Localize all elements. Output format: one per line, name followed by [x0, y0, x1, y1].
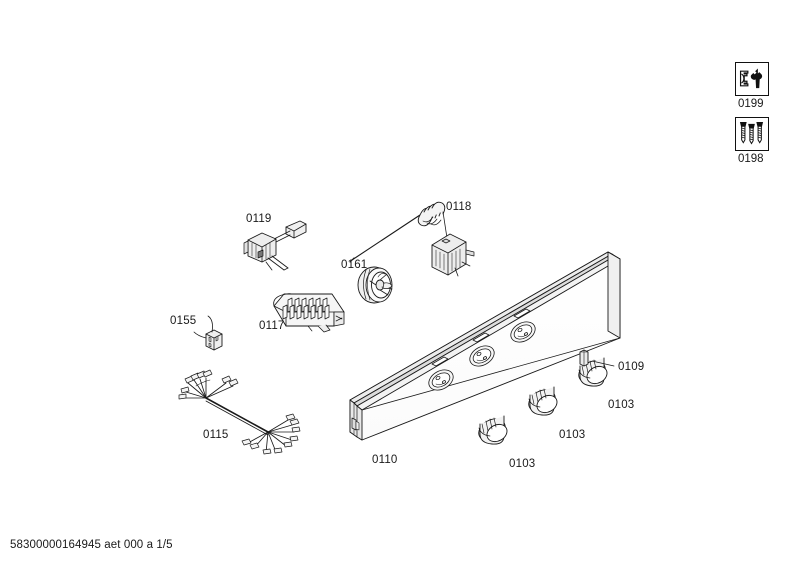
- part-label-0115: 0115: [203, 429, 229, 441]
- part-label-0103-middle: 0103: [559, 429, 586, 441]
- part-timer-rotor-cam: [357, 266, 393, 304]
- part-control-knob-left: [478, 415, 508, 445]
- service-wrench-icon: [735, 62, 769, 96]
- document-footer-id: 58300000164945 aet 000 a 1/5: [10, 539, 173, 551]
- part-label-0109: 0109: [618, 361, 645, 373]
- legend-caption-0198: 0198: [738, 153, 764, 165]
- panel-indicator-window-right: [513, 308, 531, 319]
- part-lamp-socket-connector: [193, 315, 223, 351]
- panel-indicator-window-middle: [472, 332, 490, 343]
- part-retaining-clip: [579, 349, 589, 367]
- part-wiring-harness: [178, 369, 301, 455]
- part-control-panel-facia: [349, 251, 621, 441]
- part-label-0118: 0118: [446, 201, 472, 213]
- part-terminal-block: [273, 293, 345, 333]
- legend-caption-0199: 0199: [738, 98, 764, 110]
- leader-line-0109: [591, 360, 615, 367]
- part-label-0103-right: 0103: [608, 399, 635, 411]
- part-label-0103-left: 0103: [509, 458, 536, 470]
- part-label-0110: 0110: [372, 454, 398, 466]
- part-switch-bracket: [243, 220, 307, 271]
- part-label-0117: 0117: [259, 320, 285, 332]
- part-label-0119: 0119: [246, 213, 272, 225]
- panel-knob-boss-left: [428, 369, 454, 391]
- part-label-0161: 0161: [341, 259, 368, 271]
- screws-fasteners-icon: [735, 117, 769, 151]
- part-label-0155: 0155: [170, 315, 197, 327]
- panel-indicator-window-left: [431, 356, 449, 367]
- part-control-knob-middle: [528, 386, 558, 416]
- part-thermostat-capillary: [349, 201, 475, 277]
- panel-knob-boss-middle: [469, 345, 495, 367]
- panel-knob-boss-right: [510, 321, 536, 343]
